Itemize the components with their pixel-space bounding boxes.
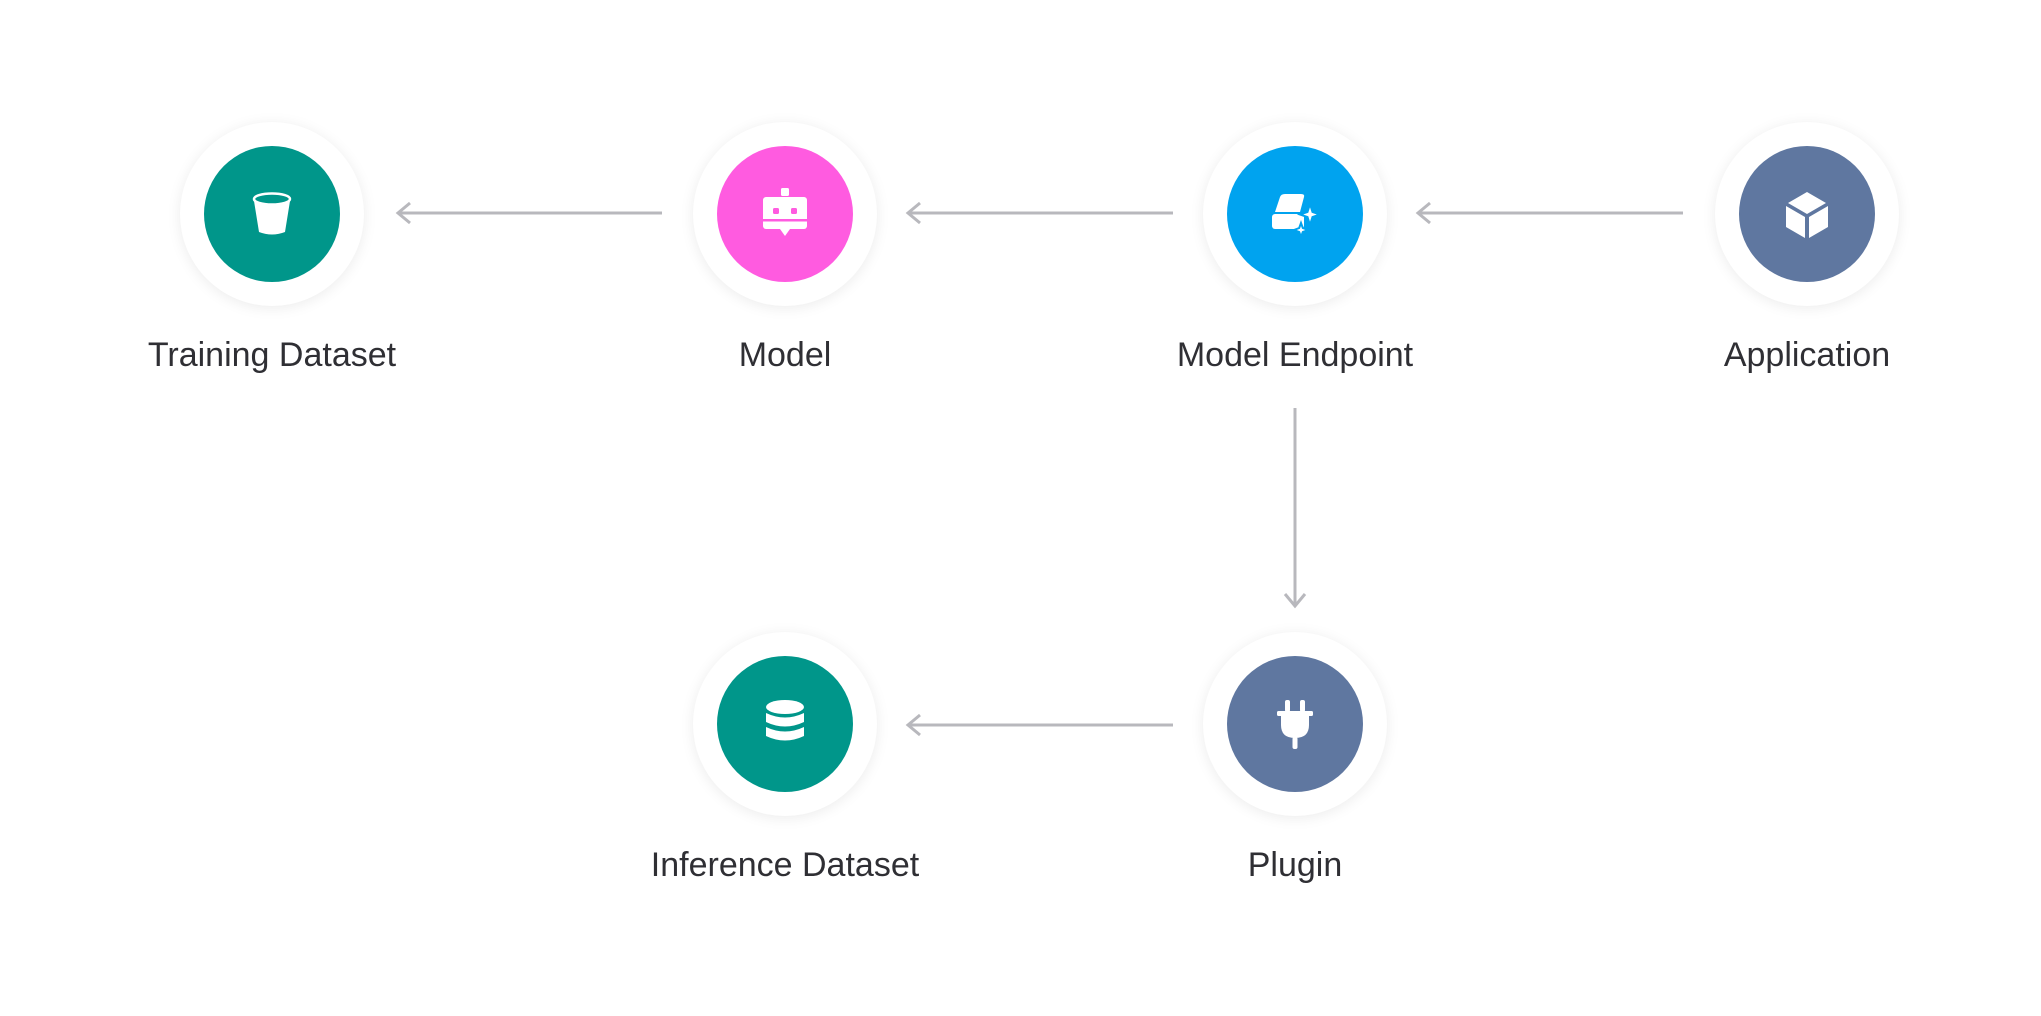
endpoint-sparkle-icon — [1272, 194, 1323, 240]
model-circle — [717, 146, 853, 282]
node-training-dataset[interactable] — [180, 122, 364, 306]
database-icon — [766, 700, 804, 741]
node-plugin[interactable] — [1203, 632, 1387, 816]
node-inference-dataset[interactable] — [693, 632, 877, 816]
model-endpoint-circle — [1227, 146, 1363, 282]
bucket-icon — [252, 192, 292, 235]
robot-chat-icon — [763, 188, 807, 236]
arrow-application-to-model-endpoint — [1415, 201, 1683, 225]
plug-icon — [1277, 700, 1313, 749]
arrow-model-endpoint-to-model — [905, 201, 1173, 225]
application-label: Application — [1723, 336, 1891, 374]
model-label: Model — [738, 336, 832, 374]
node-model[interactable] — [693, 122, 877, 306]
plugin-circle — [1227, 656, 1363, 792]
cube-icon — [1786, 192, 1828, 238]
model-endpoint-label: Model Endpoint — [1176, 336, 1414, 374]
training-dataset-label: Training Dataset — [147, 336, 397, 374]
node-model-endpoint[interactable] — [1203, 122, 1387, 306]
inference-dataset-label: Inference Dataset — [650, 846, 920, 884]
arrow-model-to-training-dataset — [395, 201, 662, 225]
training-dataset-circle — [204, 146, 340, 282]
application-circle — [1739, 146, 1875, 282]
node-application[interactable] — [1715, 122, 1899, 306]
arrow-plugin-to-inference-dataset — [905, 713, 1173, 737]
plugin-label: Plugin — [1247, 846, 1343, 884]
inference-dataset-circle — [717, 656, 853, 792]
arrow-model-endpoint-to-plugin — [1283, 408, 1307, 609]
